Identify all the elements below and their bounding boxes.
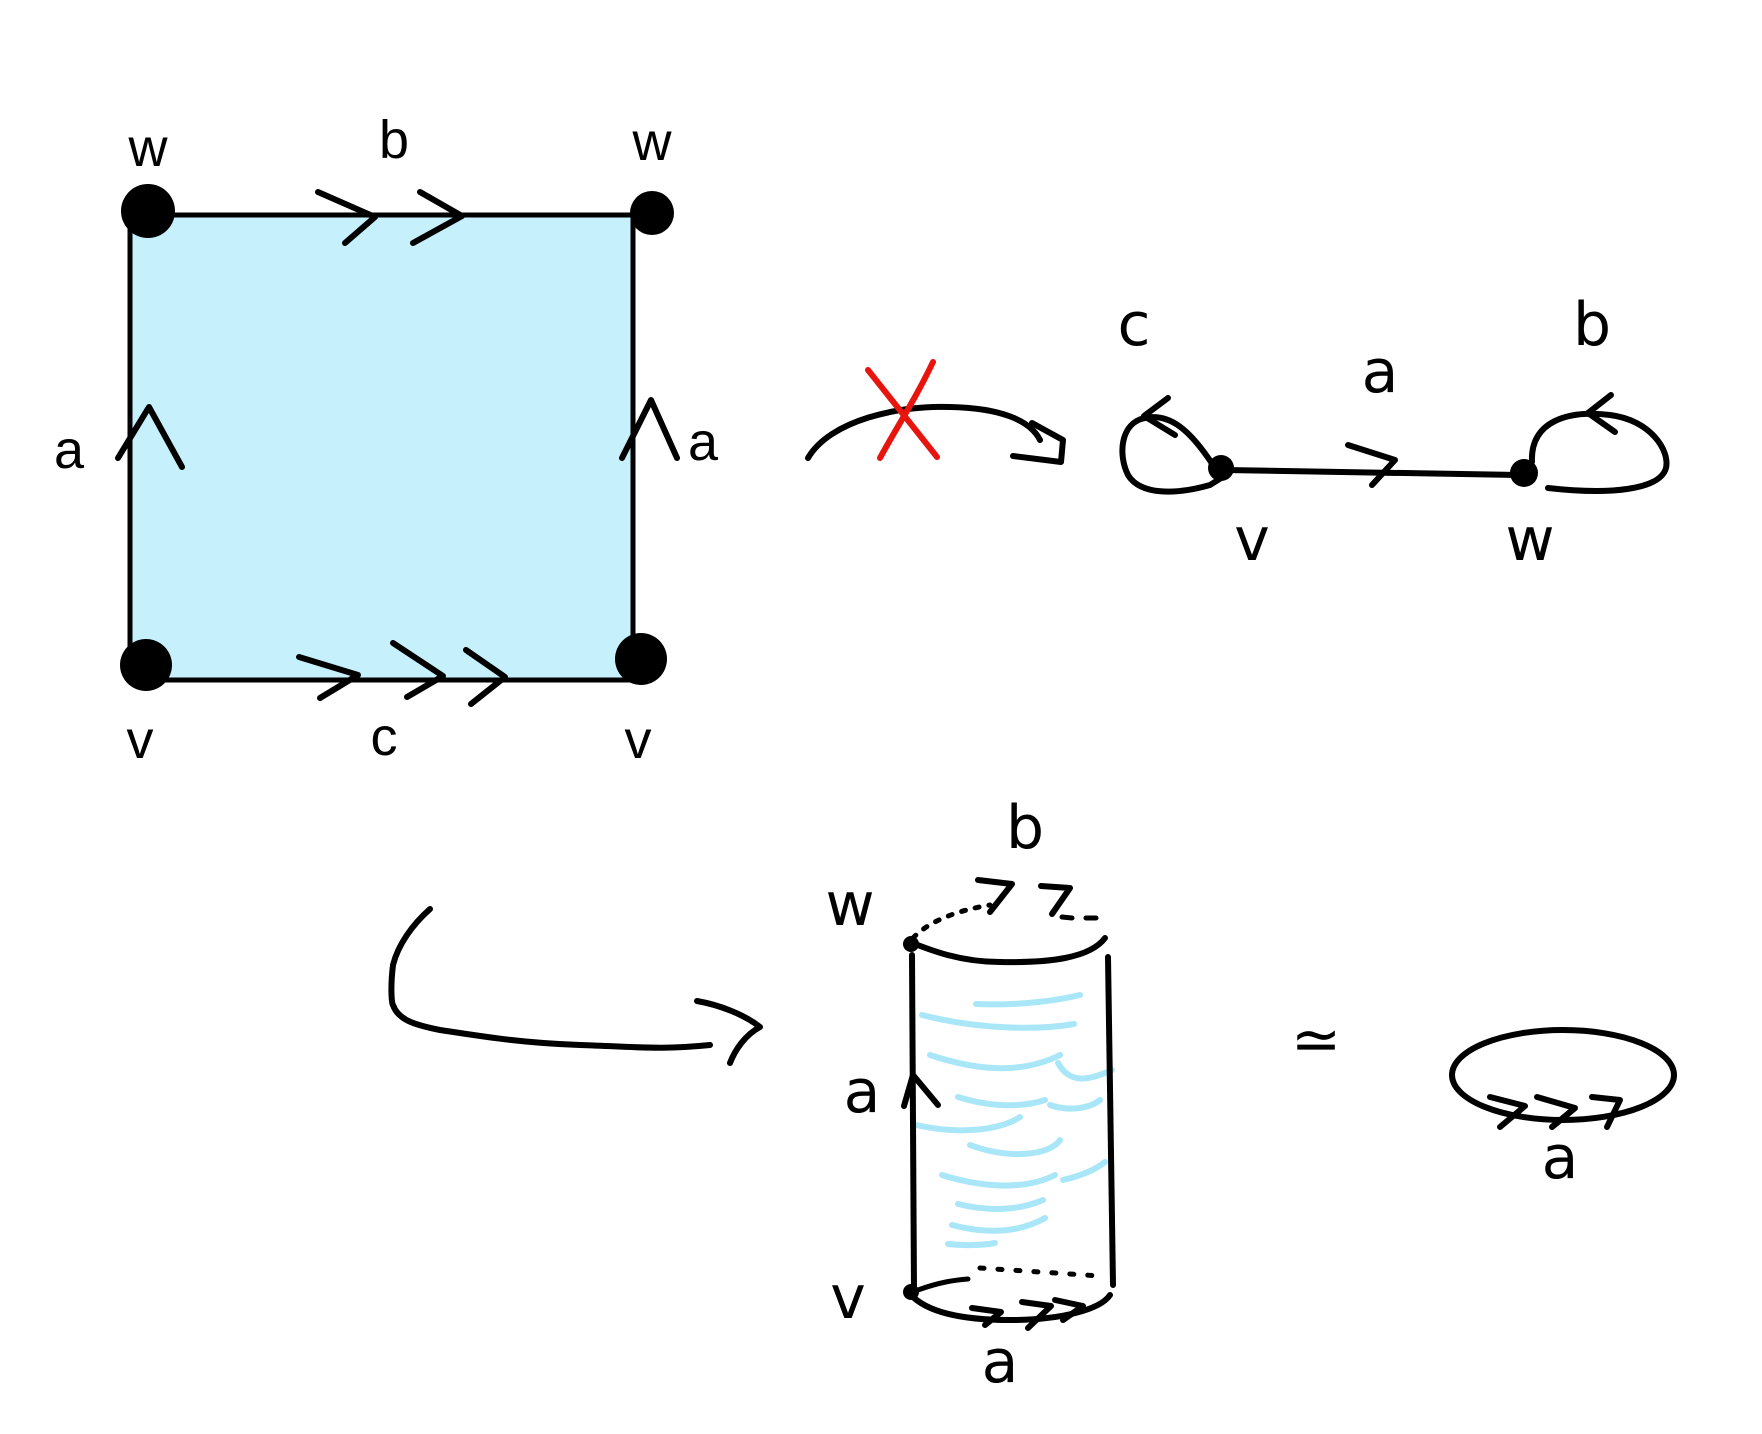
cylinder-left-side: [909, 952, 917, 1293]
cylinder: b w a v a: [825, 793, 1116, 1397]
label-circle-a: a: [1542, 1123, 1579, 1193]
label-loop-b: b: [1573, 290, 1611, 360]
cylinder-bottom-arrow-1: [969, 1305, 1004, 1328]
hatch-6: [1047, 1097, 1103, 1112]
label-top-left-w: w: [128, 118, 169, 178]
bottom-edge-arrow-2: [390, 640, 446, 700]
label-cylinder-side-a: a: [844, 1057, 881, 1127]
vertex-v: [1208, 455, 1234, 481]
vertex-top-right: [630, 191, 674, 235]
hooked-arrow-shaft: [388, 906, 713, 1051]
loop-left: [1119, 414, 1229, 495]
label-vertex-v: v: [1234, 505, 1270, 575]
loop-left-arrow: [1141, 395, 1178, 438]
hatch-9: [939, 1172, 1058, 1189]
label-top-edge-b: b: [379, 110, 409, 170]
top-edge-arrow-2: [410, 189, 465, 246]
cylinder-bottom-rim: [908, 1292, 1113, 1323]
label-cylinder-bottom-a: a: [982, 1327, 1019, 1397]
hatch-13: [945, 1240, 998, 1249]
middle-edge-arrow: [1345, 442, 1398, 488]
label-vertex-w: w: [1505, 505, 1554, 575]
label-top-right-w: w: [632, 112, 673, 172]
hatch-10: [1060, 1159, 1108, 1183]
cylinder-bottom-arrow-3: [1052, 1297, 1086, 1323]
cross-stroke-2: [877, 359, 936, 461]
bottom-edge-arrow-3: [463, 647, 508, 707]
cylinder-top-rim: [907, 935, 1108, 966]
label-cylinder-top-b: b: [1006, 793, 1044, 863]
curved-arrow-head: [1010, 420, 1066, 465]
cylinder-top-vertex: [903, 936, 919, 952]
loop-right: [1528, 410, 1670, 494]
label-bottom-right-v: v: [625, 710, 652, 770]
hatch-3: [927, 1052, 1063, 1072]
label-loop-c: c: [1118, 290, 1151, 360]
cylinder-bottom-back-stroke: [915, 1276, 971, 1293]
vertex-w: [1510, 459, 1538, 487]
top-edge-arrow-1: [315, 189, 378, 246]
hatch-11: [955, 1197, 1046, 1212]
hatch-2: [919, 1012, 1077, 1031]
curved-arrow-shaft: [805, 403, 1043, 461]
hatch-12: [949, 1215, 1048, 1234]
equivalence-symbol: ≃: [1291, 1005, 1341, 1075]
circle-arrow-2: [1534, 1094, 1578, 1130]
arrow-to-cylinder: [388, 906, 763, 1066]
square-face: [127, 212, 636, 683]
circle-arrow-3: [1589, 1094, 1623, 1130]
vertex-top-left: [121, 184, 175, 238]
cylinder-bottom-dotted-rim: [977, 1265, 1103, 1279]
circle-loop: a: [1449, 1027, 1677, 1193]
identification-square: w w v v b c a a: [54, 110, 719, 770]
label-bottom-left-v: v: [127, 710, 154, 770]
cylinder-bottom-arrow-2: [1019, 1299, 1054, 1331]
cylinder-side-arrow: [901, 1072, 941, 1109]
cylinder-right-side: [1105, 954, 1116, 1288]
cylinder-top-dashed-rim: [910, 902, 993, 941]
cylinder-bottom-vertex: [903, 1284, 919, 1300]
quotient-graph: c b a v w: [1118, 290, 1670, 575]
hatch-1: [973, 992, 1083, 1008]
hatch-5: [955, 1094, 1048, 1109]
label-right-edge-a: a: [688, 412, 719, 472]
hatch-7: [913, 1114, 1023, 1134]
bottom-edge-arrow-1: [296, 654, 361, 701]
cylinder-top-arrow-1: [975, 877, 1015, 915]
right-edge-arrow: [619, 397, 680, 461]
hatch-4: [1055, 1060, 1115, 1082]
hooked-arrow-head: [694, 998, 763, 1066]
label-cylinder-top-w: w: [825, 870, 874, 940]
loop-right-arrow: [1585, 392, 1618, 435]
label-cylinder-bottom-v: v: [830, 1263, 866, 1333]
vertex-bottom-right: [615, 633, 667, 685]
label-left-edge-a: a: [54, 420, 85, 480]
cylinder-top-dash: [1059, 914, 1099, 921]
vertex-bottom-left: [120, 639, 172, 691]
label-edge-a: a: [1362, 337, 1399, 407]
crossed-out-arrow: [805, 359, 1066, 465]
cylinder-top-arrow-2: [1038, 883, 1073, 917]
left-edge-arrow: [115, 404, 185, 470]
middle-edge: [1221, 467, 1522, 478]
hatch-8: [967, 1137, 1063, 1157]
label-bottom-edge-c: c: [371, 707, 398, 767]
circle-arrow-1: [1487, 1094, 1528, 1130]
